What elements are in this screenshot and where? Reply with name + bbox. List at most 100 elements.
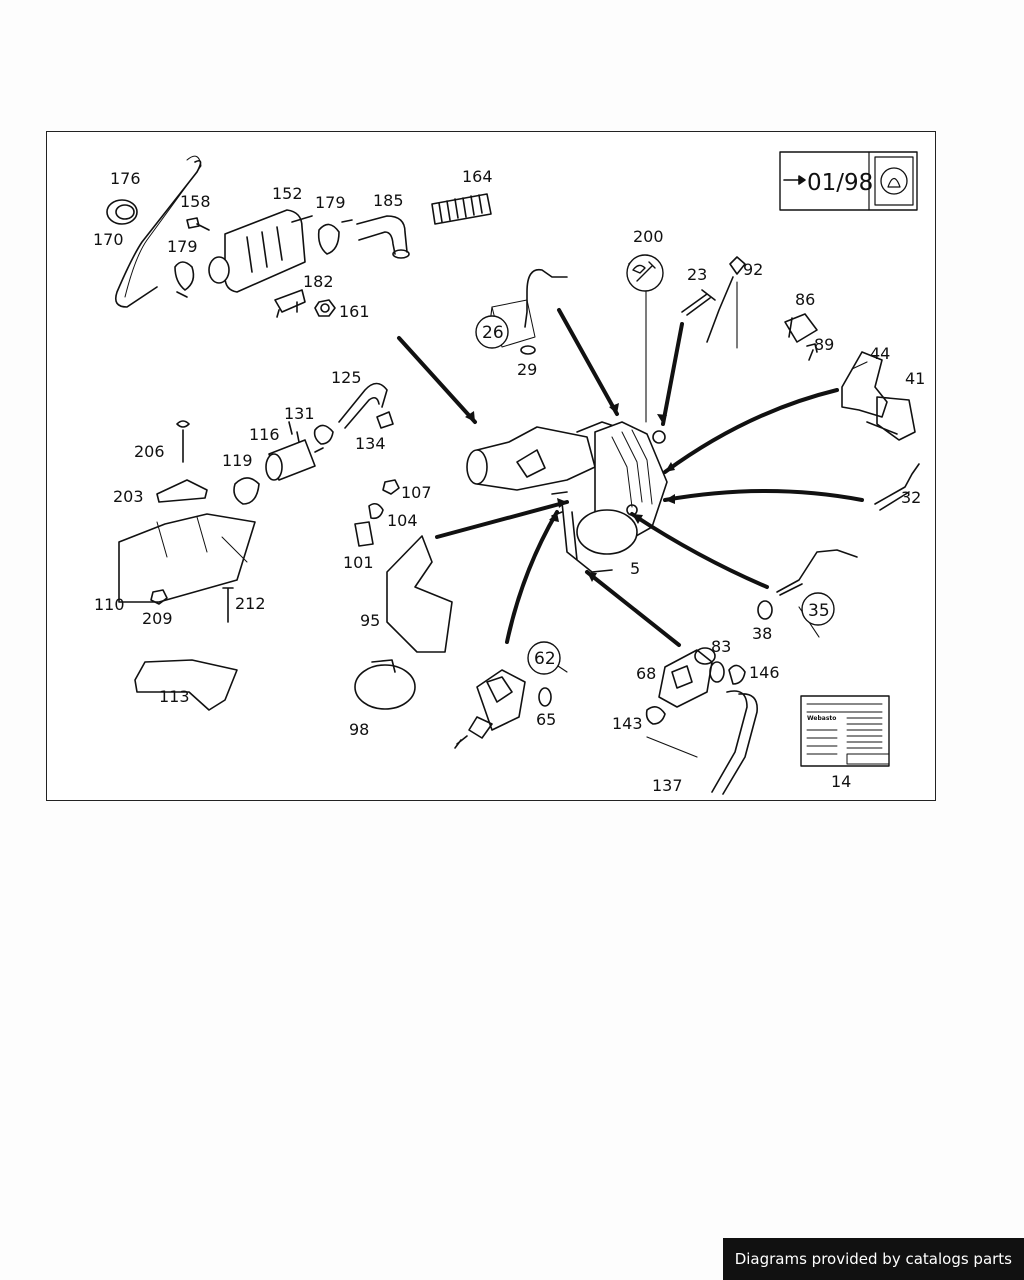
silencer-ring-176 — [106, 199, 138, 225]
sensor-cable-35 — [776, 549, 858, 596]
callout-14: 14 — [831, 772, 851, 791]
bolt-89 — [806, 343, 818, 361]
bracket-95 — [386, 535, 453, 653]
washer-65 — [538, 687, 552, 707]
callout-29: 29 — [517, 360, 537, 379]
callout-labels: 176 170 158 179 152 179 185 164 182 161 … — [93, 167, 925, 795]
seal-38 — [757, 600, 773, 620]
callout-107: 107 — [401, 483, 432, 502]
callout-83: 83 — [711, 637, 731, 656]
callout-38: 38 — [752, 624, 772, 643]
callout-209: 209 — [142, 609, 173, 628]
callout-32: 32 — [901, 488, 921, 507]
credit-banner: Diagrams provided by catalogs parts — [722, 1238, 1024, 1280]
muffler-152 — [208, 209, 313, 293]
nut-107 — [382, 479, 400, 495]
hose-137 — [711, 690, 758, 795]
glow-plug-32 — [874, 463, 920, 511]
bracket-113 — [134, 659, 238, 711]
callout-68: 68 — [636, 664, 656, 683]
rubber-mount-86 — [784, 313, 818, 343]
elbow-pipe-185 — [356, 215, 408, 255]
clamp-134 — [376, 411, 394, 429]
callout-212: 212 — [235, 594, 266, 613]
leader-arrows — [397, 308, 864, 647]
callout-206: 206 — [134, 442, 165, 461]
sensor-92 — [706, 256, 746, 343]
bracket-182 — [274, 289, 306, 318]
clamp-179-right — [317, 219, 353, 255]
callout-65: 65 — [536, 710, 556, 729]
callout-86: 86 — [795, 290, 815, 309]
bushing-101 — [354, 521, 374, 547]
callout-92: 92 — [743, 260, 763, 279]
callout-113: 113 — [159, 687, 190, 706]
callout-95: 95 — [360, 611, 380, 630]
flex-pipe-164 — [431, 193, 492, 225]
bracket-44 — [841, 351, 888, 418]
callout-125: 125 — [331, 368, 362, 387]
callout-182: 182 — [303, 272, 334, 291]
parts-diagram: 01/98 176 170 158 179 152 179 185 164 18… — [93, 151, 925, 795]
callout-146: 146 — [749, 663, 780, 682]
callout-62: 62 — [534, 649, 556, 669]
callout-152: 152 — [272, 184, 303, 203]
manual-label: Webasto — [807, 715, 836, 722]
callout-176: 176 — [110, 169, 141, 188]
callout-98: 98 — [349, 720, 369, 739]
callout-137: 137 — [652, 776, 683, 795]
callout-26: 26 — [482, 323, 504, 343]
callout-35: 35 — [808, 601, 830, 621]
callout-104: 104 — [387, 511, 418, 530]
callout-41: 41 — [905, 369, 925, 388]
callout-131: 131 — [284, 404, 315, 423]
temperature-sensor-26 — [524, 268, 568, 328]
nut-209 — [150, 589, 168, 605]
glow-plug-23 — [681, 289, 716, 316]
water-pump-68 — [658, 647, 716, 708]
callout-203: 203 — [113, 487, 144, 506]
heat-shield-110 — [118, 513, 256, 603]
callout-158: 158 — [180, 192, 211, 211]
callout-119: 119 — [222, 451, 253, 470]
callout-179-left: 179 — [167, 237, 198, 256]
callout-circle-35 — [801, 592, 835, 626]
bracket-41 — [866, 396, 916, 441]
callout-44: 44 — [870, 344, 890, 363]
callout-134: 134 — [355, 434, 386, 453]
clamp-131 — [313, 424, 334, 445]
callout-164: 164 — [462, 167, 493, 186]
callout-89: 89 — [814, 335, 834, 354]
date-code: 01/98 — [807, 170, 873, 196]
callout-circle-26 — [475, 315, 509, 349]
diagram-frame: 01/98 176 170 158 179 152 179 185 164 18… — [46, 131, 936, 801]
screw-206 — [176, 420, 190, 463]
glow-plug-assembly-62 — [454, 669, 526, 749]
nut-104 — [368, 502, 384, 520]
seal-83 — [709, 661, 725, 683]
callout-170: 170 — [93, 230, 124, 249]
callout-200: 200 — [633, 227, 664, 246]
callout-161: 161 — [339, 302, 370, 321]
callout-circle-62 — [527, 641, 561, 675]
fuel-pump-116 — [265, 421, 324, 481]
callout-23: 23 — [687, 265, 707, 284]
callout-101: 101 — [343, 553, 374, 572]
clamp-179-left — [174, 261, 195, 298]
heater-unit-5 — [466, 421, 668, 573]
date-box — [779, 151, 918, 211]
callout-5: 5 — [630, 559, 640, 578]
hose-125 — [338, 382, 388, 429]
callout-143: 143 — [612, 714, 643, 733]
clamp-143 — [645, 706, 666, 725]
clamp-146 — [728, 664, 746, 685]
callout-116: 116 — [249, 425, 280, 444]
nut-161 — [314, 299, 336, 317]
bolt-212 — [222, 587, 234, 623]
manual-14 — [800, 695, 890, 767]
bolt-158 — [186, 217, 210, 231]
bracket-203 — [156, 479, 208, 503]
callout-110: 110 — [94, 595, 125, 614]
callout-185: 185 — [373, 191, 404, 210]
callout-179-right: 179 — [315, 193, 346, 212]
